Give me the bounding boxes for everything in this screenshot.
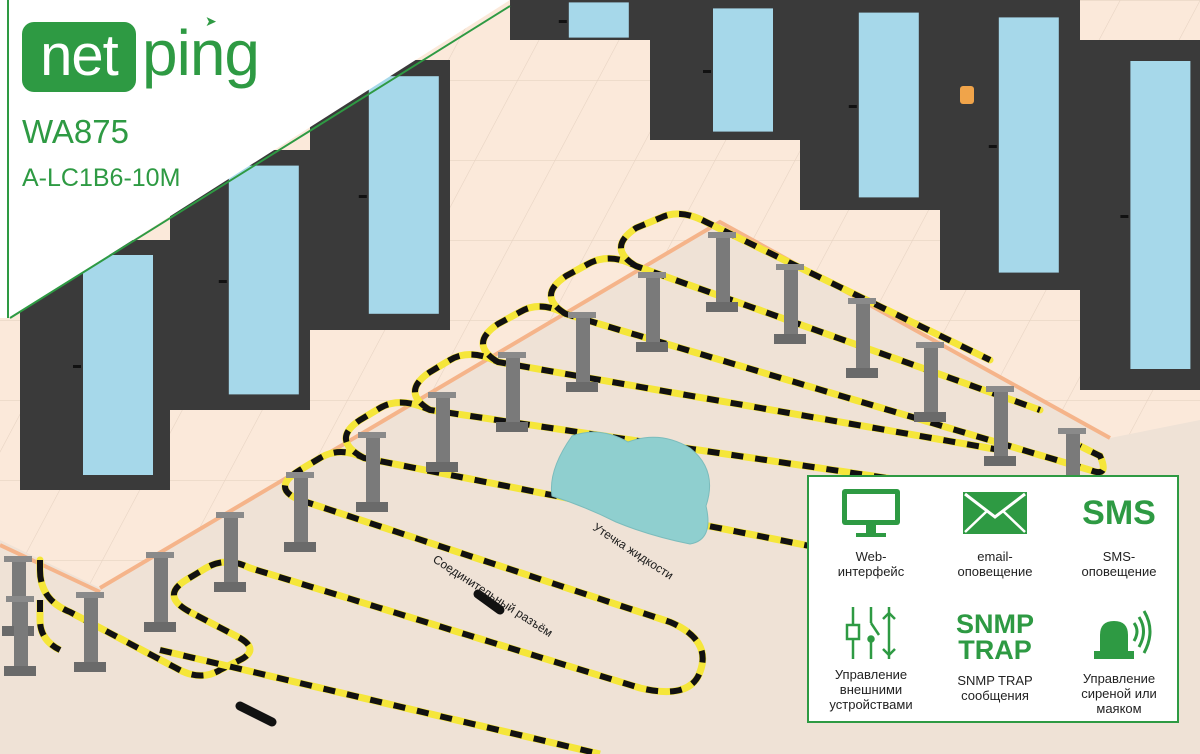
feature-email: email- оповещение [933,477,1057,601]
logo-net: net [22,22,136,92]
feature-caption: SMS- оповещение [1081,549,1157,579]
feature-caption: email- оповещение [957,549,1033,579]
siren-icon [1094,610,1152,659]
feature-siren: Управление сиреной или маяком [1057,601,1181,725]
cable-connector [235,701,277,727]
feature-caption: Управление сиреной или маяком [1081,671,1157,716]
cable-connector [473,589,505,615]
feature-sms: SMS SMS- оповещение [1057,477,1181,601]
envelope-icon [963,492,1027,534]
server-racks-right [510,0,1200,390]
water-puddle [550,431,711,545]
feature-snmp: SNMP TRAP SNMP TRAP сообщения [933,601,1057,725]
logo-ping: ping [142,17,260,89]
feature-external-devices: Управление внешними устройствами [809,601,933,725]
model-name: WA875 [22,113,129,150]
snmp-trap-icon: SNMP TRAP [955,609,1034,665]
feature-caption: SNMP TRAP сообщения [957,673,1033,703]
model-sku: A-LC1B6-10M [22,164,181,192]
feature-caption: Web- интерфейс [837,549,905,579]
feature-web: Web- интерфейс [809,477,933,601]
leak-sensor-cable [36,210,1107,754]
rack-indicator-light [960,86,974,104]
sms-icon: SMS [1082,493,1156,532]
monitor-icon [842,489,900,537]
logo-signal-icon: ➤ [205,13,217,29]
features-panel: Web- интерфейс email- оповещение SMS SMS… [807,475,1179,723]
switches-icon [845,607,896,659]
feature-caption: Управление внешними устройствами [829,667,913,712]
